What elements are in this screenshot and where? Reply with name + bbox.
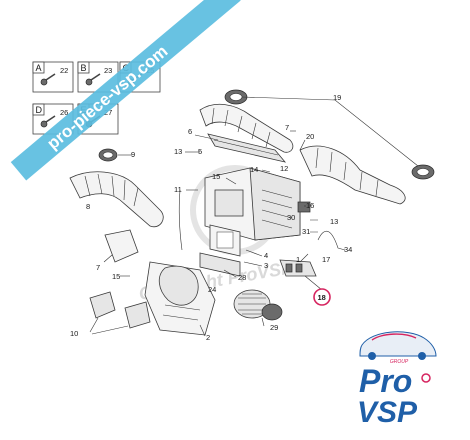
callout: 8 [86, 202, 90, 211]
logo-accent-mark [421, 373, 431, 383]
callout: 12 [280, 164, 288, 173]
blower-resistor-18 [279, 259, 317, 277]
callout: 6 [188, 127, 192, 136]
actuator-16 [297, 201, 311, 213]
air-vent-nozzle-19-left [224, 89, 248, 105]
callout: 2 [206, 333, 210, 342]
pollen-filter-28 [199, 252, 241, 277]
fastener-letter: A [36, 63, 42, 73]
cable-34 [317, 230, 346, 251]
callout: 28 [238, 273, 246, 282]
flap-housing-7 [104, 229, 139, 263]
bracket-10-left [89, 291, 116, 319]
cable-11 [178, 189, 183, 251]
callout: 18 [318, 293, 326, 302]
screw-icon [85, 73, 101, 86]
blower-housing-2 [144, 261, 216, 336]
callout: 24 [208, 285, 216, 294]
fastener-number: 26 [60, 108, 68, 117]
fastener-number: 22 [60, 66, 68, 75]
fastener-number: 27 [104, 108, 112, 117]
screw-icon [40, 73, 56, 86]
callout: 13 [174, 147, 182, 156]
callout: 17 [322, 255, 330, 264]
defrost-rail-5 [207, 133, 287, 163]
callout: 9 [131, 150, 135, 159]
callout: 15 [112, 272, 120, 281]
callout: 29 [270, 323, 278, 332]
callout: 7 [96, 263, 100, 272]
provsp-logo: GROUP Pro VSP [357, 331, 437, 429]
callout: 1 [296, 255, 300, 264]
callout: 10 [70, 329, 78, 338]
callout: 31 [302, 227, 310, 236]
hose-clamp-9 [98, 148, 118, 162]
screw-icon [40, 115, 56, 128]
callout: 14 [250, 165, 258, 174]
air-vent-nozzle-19-right [411, 164, 435, 180]
callout: 3 [264, 261, 268, 270]
callout: 11 [174, 185, 182, 194]
callout: 7 [285, 123, 289, 132]
blower-fan-29 [233, 289, 283, 321]
air-duct-6 [199, 103, 294, 153]
banner-text: pro-piece-vsp.com [43, 41, 171, 153]
fastener-number: 23 [104, 66, 112, 75]
car-silhouette-icon [359, 331, 437, 360]
logo-word-bottom: VSP [357, 396, 418, 429]
callout: 16 [306, 201, 314, 210]
fastener-letter: B [81, 63, 87, 73]
fastener-box-a: A 22 [32, 61, 74, 93]
callout: 13 [330, 217, 338, 226]
heater-housing [204, 167, 301, 241]
bracket-10-right [124, 301, 151, 329]
callout: 30 [287, 213, 295, 222]
callout: 19 [333, 93, 341, 102]
air-duct-20 [299, 145, 406, 205]
fastener-letter: D [36, 105, 43, 115]
callout-labels: 19 6 7 20 9 13 5 11 15 14 12 8 10 16 13 … [70, 93, 352, 342]
callout: 20 [306, 132, 314, 141]
callout: 15 [212, 172, 220, 181]
callout: 34 [344, 245, 352, 254]
leader-lines [89, 96, 419, 337]
callout: 5 [198, 147, 202, 156]
highlighted-callout-18: 18 [313, 288, 331, 306]
logo-tag: GROUP [390, 359, 409, 365]
filter-frame-3 [209, 224, 241, 257]
callout: 4 [264, 251, 268, 260]
logo-word-top: Pro [359, 363, 412, 399]
air-duct-hose-8 [69, 171, 164, 228]
